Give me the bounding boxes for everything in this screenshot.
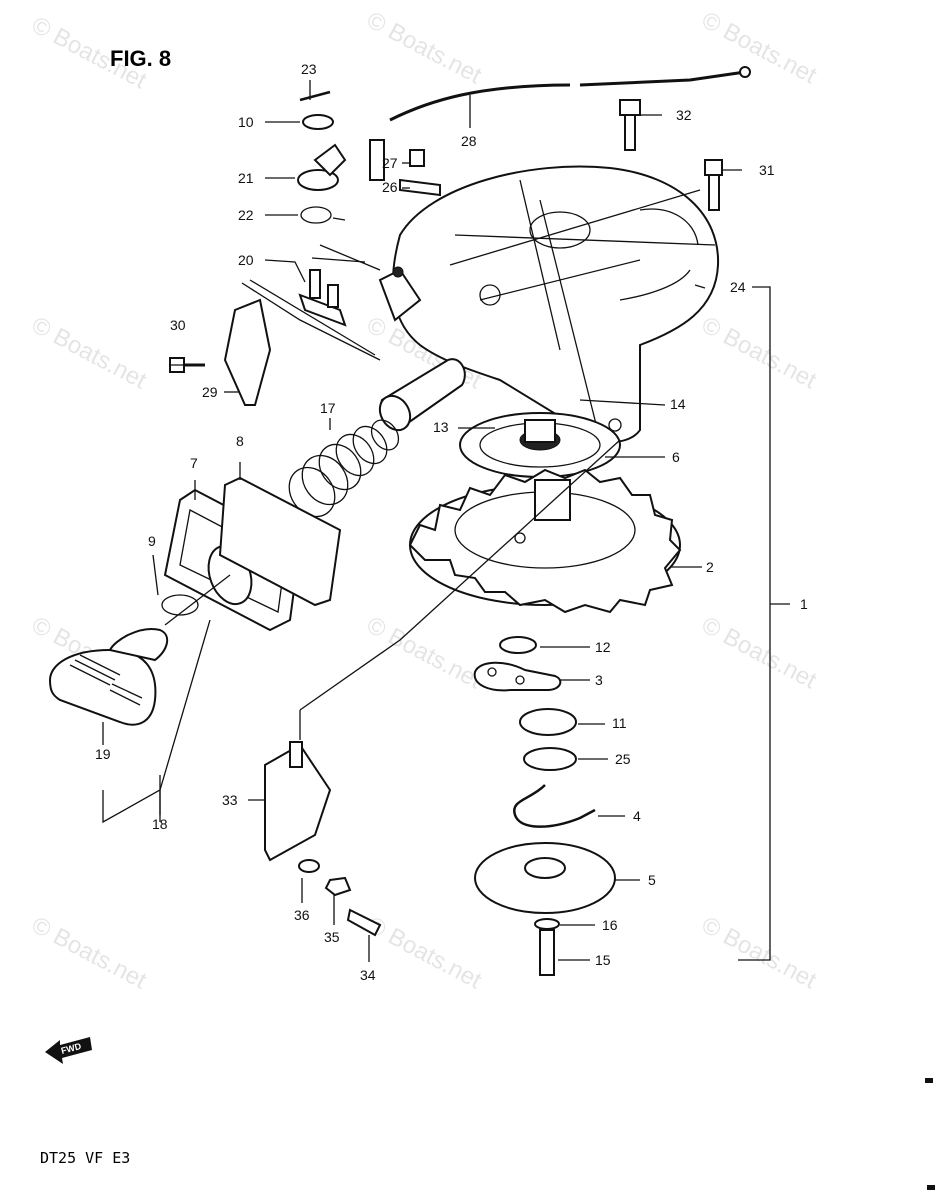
watermark: © Boats.net <box>697 311 821 394</box>
callout-label-27: 27 <box>382 155 398 171</box>
watermark: © Boats.net <box>362 911 486 994</box>
callout-label-30: 30 <box>170 317 186 333</box>
watermark: © Boats.net <box>27 911 151 994</box>
callout-label-36: 36 <box>294 907 310 923</box>
cable-spring-drawing <box>369 139 385 181</box>
watermark: © Boats.net <box>697 611 821 694</box>
callout-label-13: 13 <box>433 419 449 435</box>
handle-grip-pattern <box>69 654 143 706</box>
callout-label-23: 23 <box>301 61 317 77</box>
callout-label-4: 4 <box>633 808 641 824</box>
callout-label-17: 17 <box>320 400 336 416</box>
forward-direction-icon: FWD <box>45 1037 92 1064</box>
callout-label-9: 9 <box>148 533 156 549</box>
callout-label-16: 16 <box>602 917 618 933</box>
callout-label-21: 21 <box>238 170 254 186</box>
callout-label-32: 32 <box>676 107 692 123</box>
callout-label-29: 29 <box>202 384 218 400</box>
watermark: © Boats.net <box>362 6 486 89</box>
callout-label-19: 19 <box>95 746 111 762</box>
callout-label-15: 15 <box>595 952 611 968</box>
callout-label-6: 6 <box>672 449 680 465</box>
leader-lines <box>102 80 790 962</box>
callout-label-25: 25 <box>615 751 631 767</box>
starter-case-drawing <box>378 165 720 443</box>
small-parts-drawing <box>169 90 723 976</box>
starter-cable-end-drawing <box>579 70 746 87</box>
callout-labels: 1 2 3 4 5 6 7 8 9 10 11 12 13 14 15 16 1… <box>95 61 808 983</box>
callout-label-35: 35 <box>324 929 340 945</box>
callout-label-20: 20 <box>238 252 254 268</box>
callout-label-26: 26 <box>382 179 398 195</box>
callout-label-3: 3 <box>595 672 603 688</box>
rope-guide-drawing <box>163 476 342 632</box>
callout-label-10: 10 <box>238 114 254 130</box>
callout-label-18: 18 <box>152 816 168 832</box>
starter-cable-drawing <box>389 83 571 122</box>
callout-label-14: 14 <box>670 396 686 412</box>
rope-ring-drawing <box>161 594 199 616</box>
watermark: © Boats.net <box>27 311 151 394</box>
callout-label-24: 24 <box>730 279 746 295</box>
rope-line <box>164 574 231 626</box>
drum-gear-drawing <box>408 468 682 614</box>
callout-label-33: 33 <box>222 792 238 808</box>
edge-mark <box>927 1185 935 1190</box>
callout-label-12: 12 <box>595 639 611 655</box>
figure-title: FIG. 8 <box>110 46 171 71</box>
callout-label-2: 2 <box>706 559 714 575</box>
callout-label-11: 11 <box>612 715 627 731</box>
callout-label-1: 1 <box>800 596 808 612</box>
callout-label-28: 28 <box>461 133 477 149</box>
edge-mark <box>925 1078 933 1083</box>
callout-label-8: 8 <box>236 433 244 449</box>
callout-label-31: 31 <box>759 162 775 178</box>
callout-label-7: 7 <box>190 455 198 471</box>
starter-shaft-housing <box>378 358 466 432</box>
watermark: © Boats.net <box>697 911 821 994</box>
model-code: DT25 VF E3 <box>40 1149 130 1167</box>
reel-drawing <box>459 412 621 478</box>
callout-label-22: 22 <box>238 207 254 223</box>
callout-label-5: 5 <box>648 872 656 888</box>
callout-label-34: 34 <box>360 967 376 983</box>
starter-handle-drawing <box>48 628 169 726</box>
recoil-spring-drawing <box>288 419 400 518</box>
